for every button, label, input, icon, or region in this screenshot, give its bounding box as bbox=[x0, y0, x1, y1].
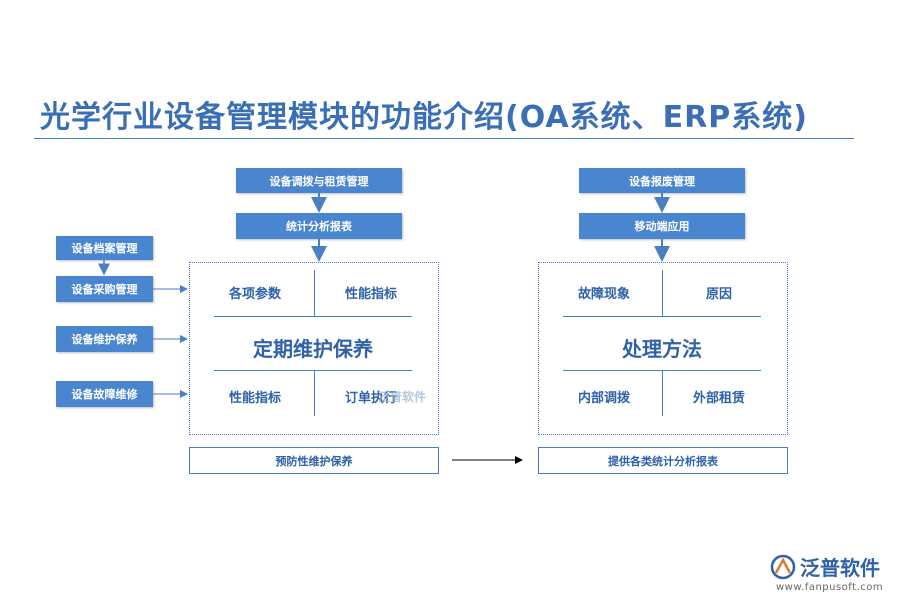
logo-name: 泛普软件 bbox=[800, 556, 880, 580]
preventive-maintenance-box[interactable]: 预防性维护保养 bbox=[189, 447, 439, 474]
center-rule-bottom bbox=[214, 370, 412, 371]
fault-symptom-cell: 故障现象 bbox=[577, 286, 630, 302]
cause-cell: 原因 bbox=[705, 286, 732, 302]
procurement-management-box[interactable]: 设备采购管理 bbox=[56, 276, 153, 302]
logo-url: www.fanpusoft.com bbox=[776, 582, 884, 593]
maintenance-box[interactable]: 设备维护保养 bbox=[56, 326, 153, 352]
fanpu-logo-icon bbox=[770, 554, 796, 579]
right-divider-top bbox=[662, 270, 663, 316]
external-lease-cell: 外部租赁 bbox=[692, 390, 745, 406]
right-rule-top bbox=[563, 316, 761, 317]
right-divider-bottom bbox=[662, 370, 663, 416]
center-divider-bottom bbox=[314, 370, 315, 416]
regular-maintenance-label: 定期维护保养 bbox=[253, 336, 373, 361]
handling-method-label: 处理方法 bbox=[622, 336, 702, 361]
center-divider-top bbox=[314, 270, 315, 316]
fault-repair-box[interactable]: 设备故障维修 bbox=[56, 381, 153, 407]
statistics-reports-box[interactable]: 提供各类统计分析报表 bbox=[538, 447, 788, 474]
scrap-management-box[interactable]: 设备报废管理 bbox=[579, 168, 745, 193]
mobile-app-box[interactable]: 移动端应用 bbox=[579, 213, 745, 239]
order-execution-cell: 订单执行 bbox=[344, 390, 397, 406]
page-title: 光学行业设备管理模块的功能介绍(OA系统、ERP系统) bbox=[40, 100, 808, 135]
performance-cell-bottom: 性能指标 bbox=[228, 390, 281, 406]
performance-cell-top: 性能指标 bbox=[344, 286, 397, 302]
archive-management-box[interactable]: 设备档案管理 bbox=[56, 236, 153, 260]
title-divider bbox=[34, 138, 854, 139]
parameters-cell: 各项参数 bbox=[228, 286, 281, 302]
statistics-report-box[interactable]: 统计分析报表 bbox=[236, 213, 402, 239]
brand-logo: 泛普软件 bbox=[770, 552, 880, 581]
transfer-lease-box[interactable]: 设备调拨与租赁管理 bbox=[236, 168, 402, 193]
watermark-text: 泛普软件 bbox=[378, 390, 427, 404]
center-rule-top bbox=[214, 316, 412, 317]
handling-method-panel bbox=[538, 262, 788, 435]
internal-transfer-cell: 内部调拨 bbox=[577, 390, 630, 406]
